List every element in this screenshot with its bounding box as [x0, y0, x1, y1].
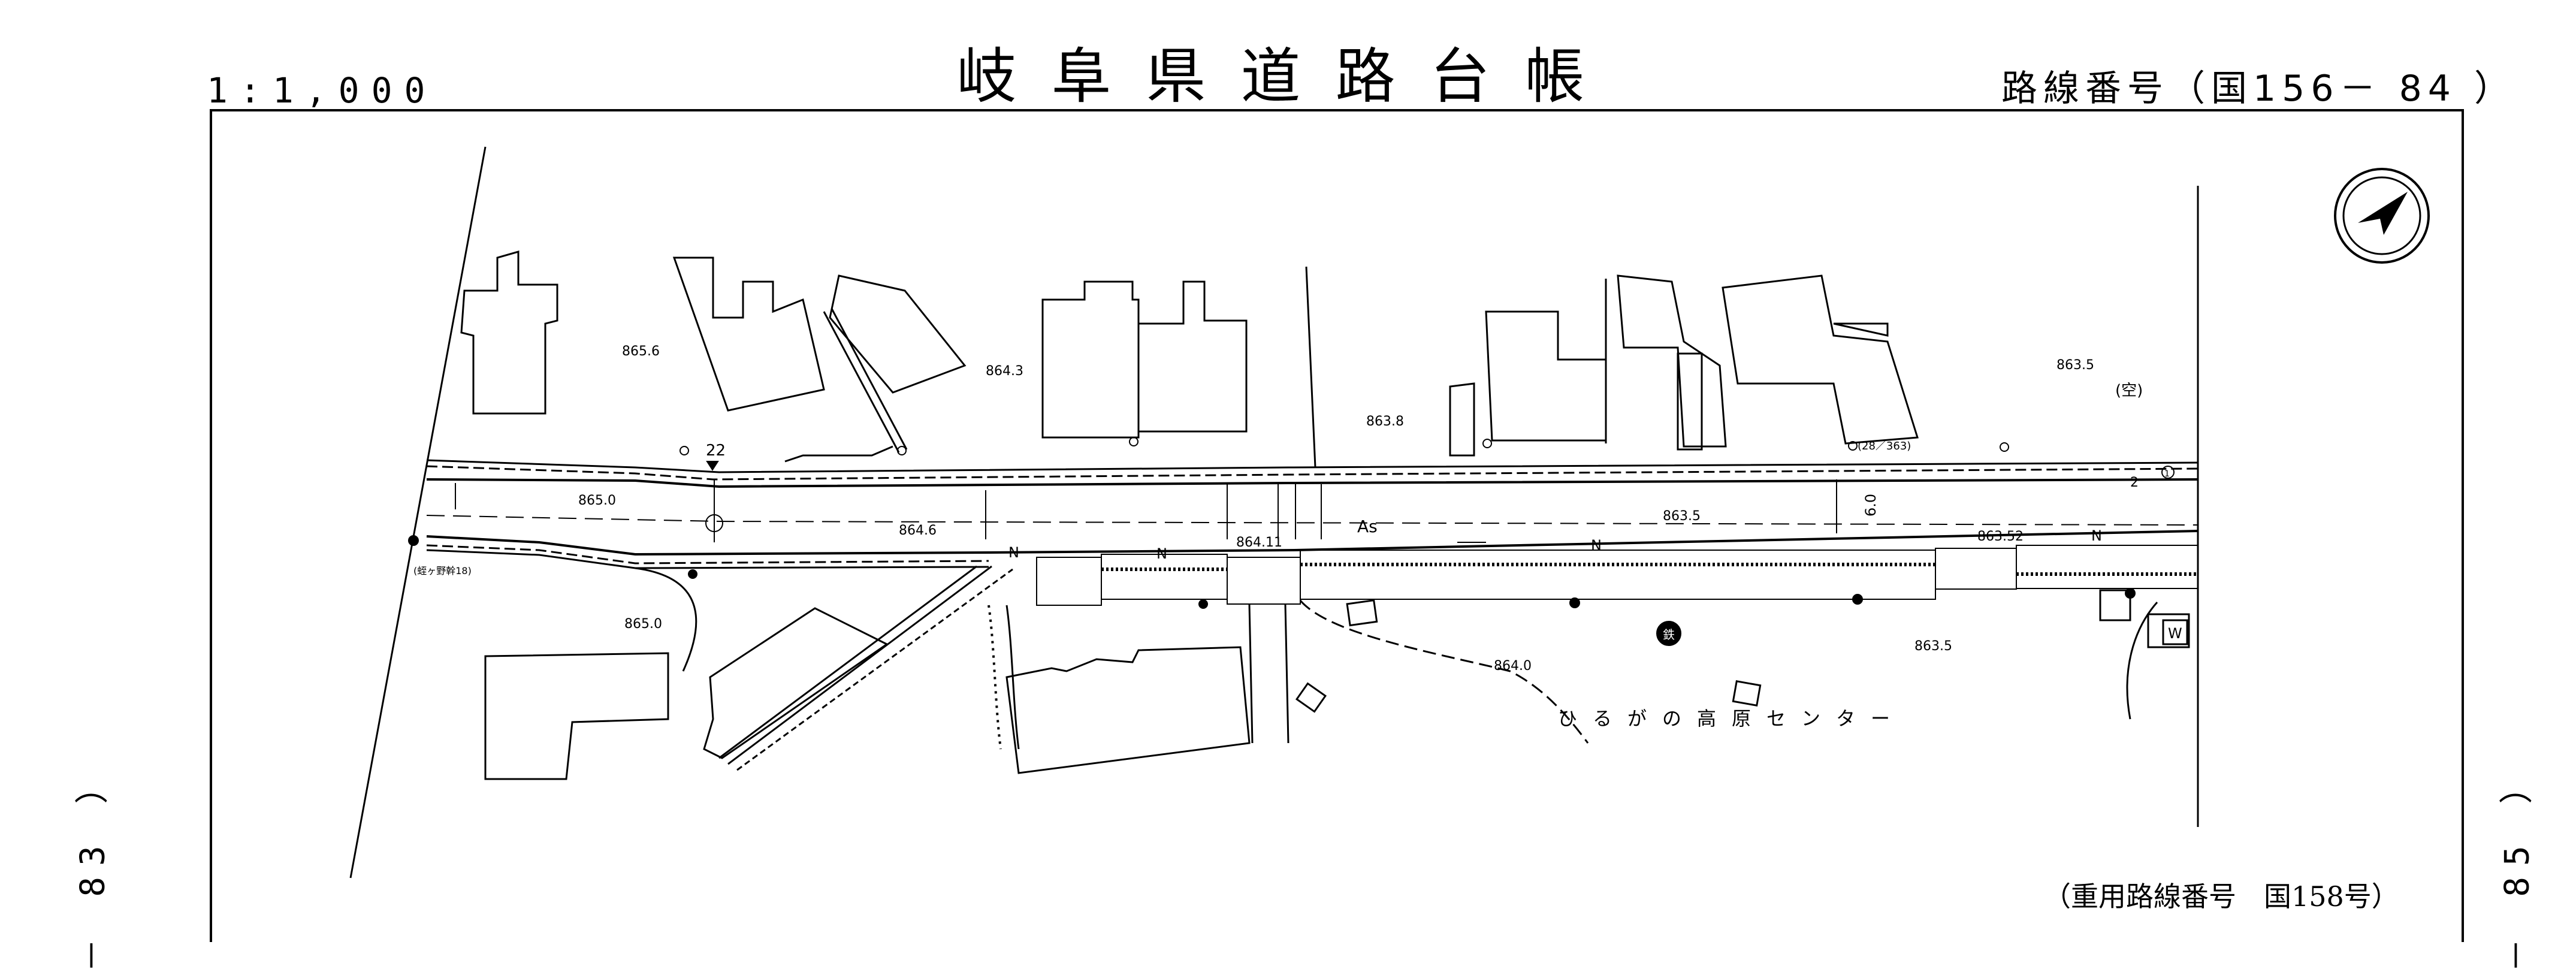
route-side-label: (蛭ヶ野幹18)	[413, 565, 472, 576]
map-symbol	[408, 437, 2175, 646]
sidewalk-strip	[1036, 545, 2198, 606]
elevation-label: 863.8	[1366, 414, 1404, 429]
north-mark: N	[2091, 527, 2102, 544]
side-road	[635, 565, 2158, 771]
road-lower-edge	[426, 530, 2198, 569]
adjacent-sheet-left: － 83 ）	[73, 759, 113, 972]
path-line	[784, 445, 893, 463]
building-outline	[460, 250, 1919, 457]
north-mark: N	[1591, 537, 1602, 554]
elevation-label: 865.0	[624, 617, 662, 632]
scale-label: 1:1,000	[207, 70, 437, 111]
elevation-label: 865.0	[578, 493, 616, 508]
vacant-label: (空)	[2115, 382, 2143, 400]
adjacent-sheet-right: － 85 ）	[2498, 759, 2537, 972]
point-label: 1	[2164, 469, 2170, 479]
road-centerline	[426, 515, 2198, 526]
elevation-label: 863.5	[1663, 509, 1701, 524]
elevation-label: 864.6	[899, 523, 937, 538]
map-title: 岐阜県道路台帳	[956, 41, 1620, 111]
elevation-label: 863.5	[2056, 358, 2094, 373]
elevation-label: 864.0	[1494, 659, 1532, 674]
elevation-label: 863.52	[1977, 529, 2024, 544]
point-label: 2	[2130, 475, 2139, 490]
left-boundary-line	[349, 146, 487, 879]
point-label: (28／363)	[1858, 440, 1911, 452]
elevation-label: 863.5	[1914, 639, 1952, 654]
path-line	[831, 308, 908, 450]
road-upper-edge	[426, 459, 2198, 488]
elevation-label: 864.3	[986, 364, 1023, 379]
building-outline	[484, 589, 2131, 780]
width-label: 6.0	[1862, 494, 1879, 517]
surface-label: As	[1357, 517, 1378, 536]
north-mark: N	[1156, 545, 1167, 562]
footer-note: （重用路線番号 国158号）	[2043, 880, 2399, 913]
elevation-label: 864.11	[1236, 535, 1282, 550]
north-arrow-icon	[2334, 168, 2430, 264]
route-number: 路線番号（国156－ 84 ）	[2001, 68, 2516, 110]
north-mark: N	[1008, 544, 1019, 561]
lot-line	[1305, 266, 1316, 468]
point-label: 22	[706, 442, 726, 460]
road-map-drawing: 865.6 864.3 863.8 863.5 865.0 864.6 864.…	[349, 146, 2430, 879]
facility-label: ひるがの高原センター	[1558, 707, 1905, 730]
dimension-tick	[455, 479, 1837, 543]
facility-mark: 鉄	[1663, 627, 1675, 642]
path-line	[823, 311, 900, 453]
w-label: W	[2168, 625, 2182, 642]
map-frame	[210, 109, 2464, 942]
elevation-label: 865.6	[622, 344, 660, 359]
structure-outline	[2147, 613, 2190, 648]
